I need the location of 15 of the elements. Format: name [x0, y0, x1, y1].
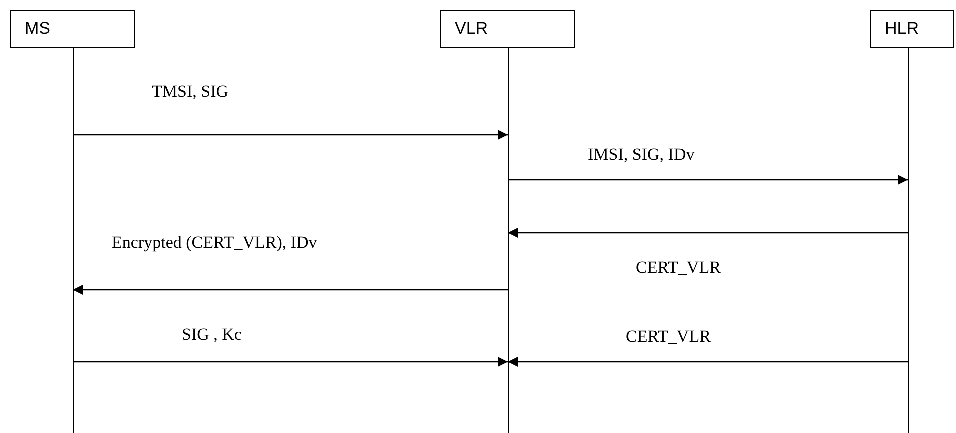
message-arrow — [508, 228, 908, 238]
participant-box: VLR — [440, 10, 575, 48]
message-label: CERT_VLR — [636, 258, 721, 278]
message-arrow — [73, 357, 508, 367]
participant-box: HLR — [870, 10, 954, 48]
message-arrow — [73, 130, 508, 140]
message-arrow — [73, 285, 508, 295]
message-arrow — [508, 357, 908, 367]
participant-box: MS — [10, 10, 135, 48]
message-arrow — [508, 175, 908, 185]
message-label: TMSI, SIG — [152, 82, 229, 102]
message-label: Encrypted (CERT_VLR), IDv — [112, 233, 318, 253]
message-label: IMSI, SIG, IDv — [588, 145, 695, 165]
message-label: SIG , Kc — [182, 325, 242, 345]
message-label: CERT_VLR — [626, 327, 711, 347]
